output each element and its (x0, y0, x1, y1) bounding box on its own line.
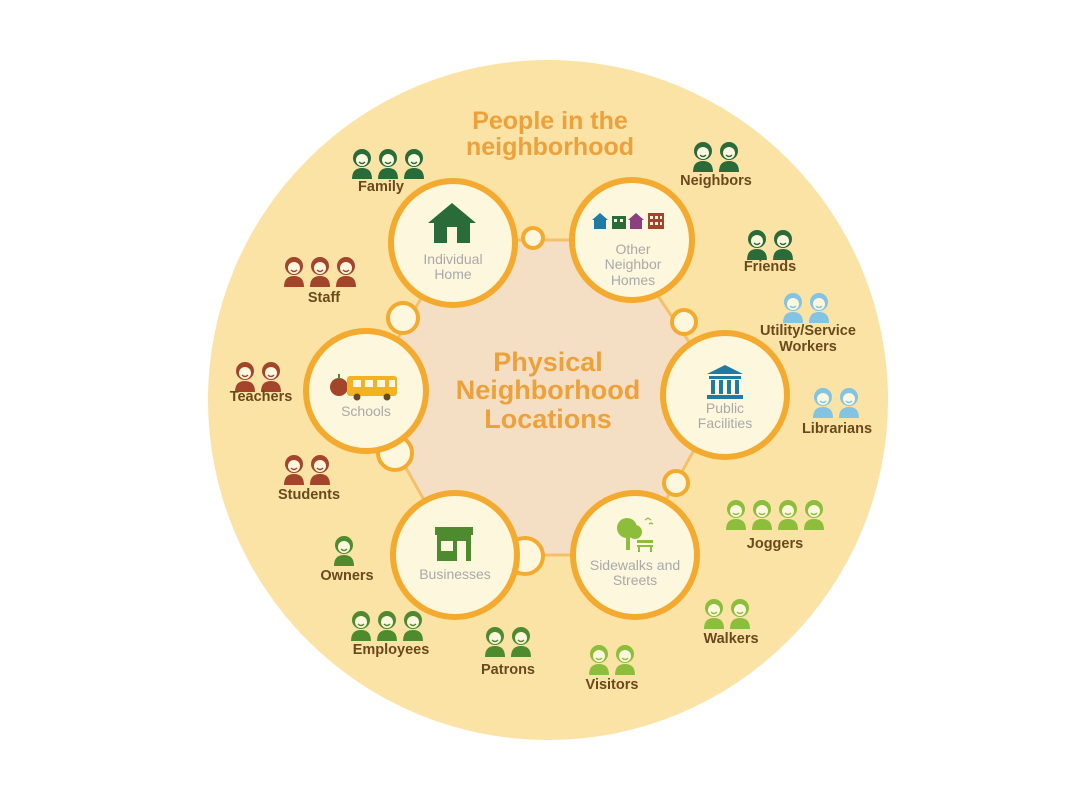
person-icon (704, 599, 724, 629)
person-icon (284, 455, 304, 485)
person-icon (284, 257, 304, 287)
people-label-students: Students (277, 487, 341, 503)
people-label-patrons: Patrons (481, 662, 535, 678)
people-label-utility: Utility/Service Workers (760, 323, 856, 355)
node-label-public: Public Facilities (697, 400, 753, 432)
person-icon (352, 149, 372, 179)
person-icon (377, 611, 397, 641)
people-label-family: Family (358, 179, 404, 195)
person-icon (235, 362, 255, 392)
person-icon (310, 455, 330, 485)
people-label-walkers: Walkers (703, 631, 759, 647)
school-bus-apple-icon (330, 374, 397, 401)
people-icons-group (235, 142, 859, 675)
person-icon (334, 536, 354, 566)
people-label-librarians: Librarians (801, 421, 873, 437)
people-label-teachers: Teachers (229, 389, 293, 405)
person-icon (351, 611, 371, 641)
people-label-owners: Owners (320, 568, 374, 584)
node-circle-neighbor (569, 177, 695, 303)
person-icon (813, 388, 833, 418)
house-icon (428, 203, 476, 243)
connector-circle (670, 308, 698, 336)
people-label-employees: Employees (352, 642, 430, 658)
person-icon (719, 142, 739, 172)
person-icon (261, 362, 281, 392)
storefront-icon (435, 527, 473, 561)
person-icon (747, 230, 767, 260)
node-circle-streets (570, 490, 700, 620)
person-icon (783, 293, 803, 323)
person-icon (778, 500, 798, 530)
node-label-schools: Schools (341, 403, 391, 419)
person-icon (589, 645, 609, 675)
person-icon (378, 149, 398, 179)
person-icon (310, 257, 330, 287)
person-icon (804, 500, 824, 530)
people-label-staff: Staff (307, 290, 341, 306)
node-label-home: Individual Home (423, 251, 483, 283)
person-icon (485, 627, 505, 657)
park-bench-tree-icon (617, 517, 654, 552)
people-label-friends: Friends (743, 259, 797, 275)
people-label-visitors: Visitors (585, 677, 639, 693)
person-icon (839, 388, 859, 418)
person-icon (693, 142, 713, 172)
person-icon (809, 293, 829, 323)
connector-circle (662, 469, 690, 497)
building-columns-icon (707, 365, 743, 399)
center-title: Physical Neighborhood Locations (455, 347, 641, 434)
node-label-neighbor: Other Neighbor Homes (604, 241, 662, 288)
person-icon (511, 627, 531, 657)
person-icon (773, 230, 793, 260)
person-icon (403, 611, 423, 641)
person-icon (752, 500, 772, 530)
node-label-streets: Sidewalks and Streets (589, 557, 681, 589)
people-label-joggers: Joggers (746, 536, 804, 552)
person-icon (336, 257, 356, 287)
node-label-business: Businesses (419, 566, 491, 582)
connector-circle (386, 301, 420, 335)
person-icon (730, 599, 750, 629)
person-icon (404, 149, 424, 179)
person-icon (615, 645, 635, 675)
person-icon (726, 500, 746, 530)
people-label-neighbors: Neighbors (680, 173, 752, 189)
homes-icon (592, 213, 664, 229)
connector-circle (521, 226, 545, 250)
people-title: People in the neighborhood (465, 107, 635, 162)
